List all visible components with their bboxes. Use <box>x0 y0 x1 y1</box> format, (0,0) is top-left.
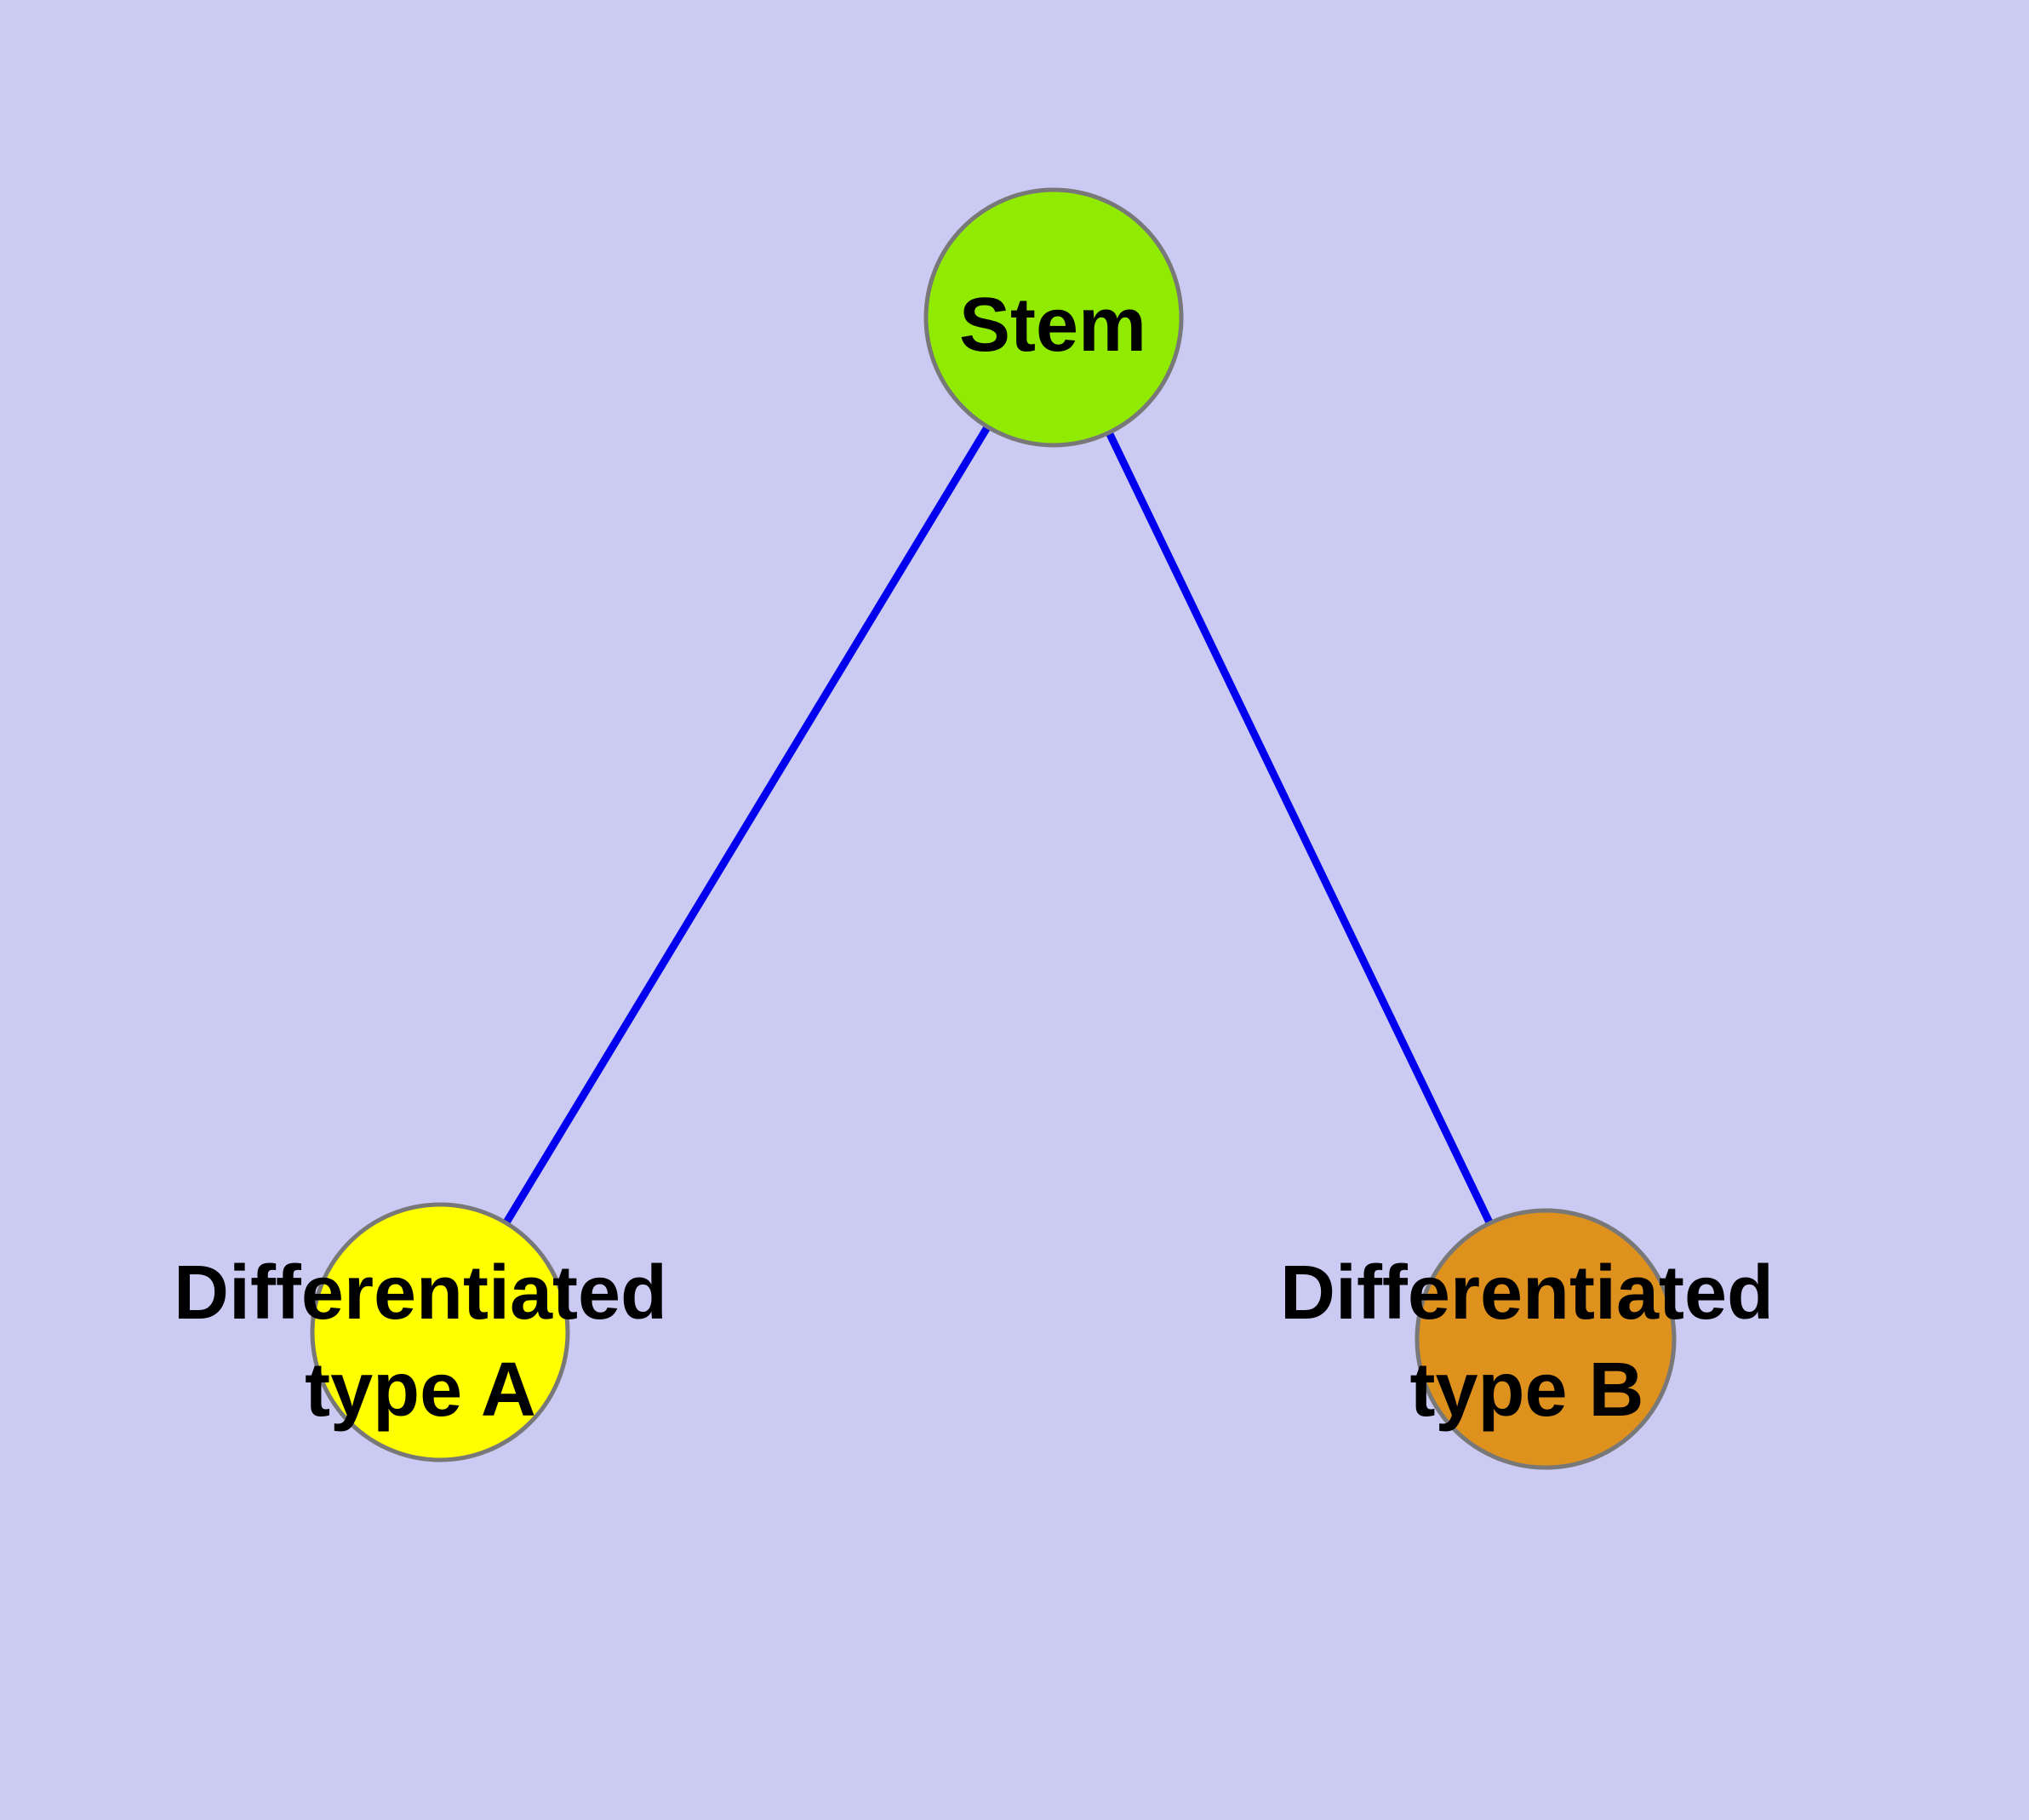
node-differentiated-type-b <box>1415 1208 1677 1470</box>
node-stem <box>923 187 1184 448</box>
node-label-differentiated-type-a-line-2: type A <box>305 1348 536 1433</box>
edge-stem-to-differentiated-type-b <box>1049 316 1550 1341</box>
edge-stem-to-differentiated-type-a <box>437 315 1057 1335</box>
node-label-differentiated-type-b-line-1: Differentiated <box>1280 1251 1774 1336</box>
node-label-differentiated-type-a-line-1: Differentiated <box>174 1251 667 1336</box>
node-label-differentiated-type-b-line-2: type B <box>1409 1348 1643 1433</box>
node-label-stem: Stem <box>959 283 1146 368</box>
node-differentiated-type-a <box>310 1202 570 1462</box>
